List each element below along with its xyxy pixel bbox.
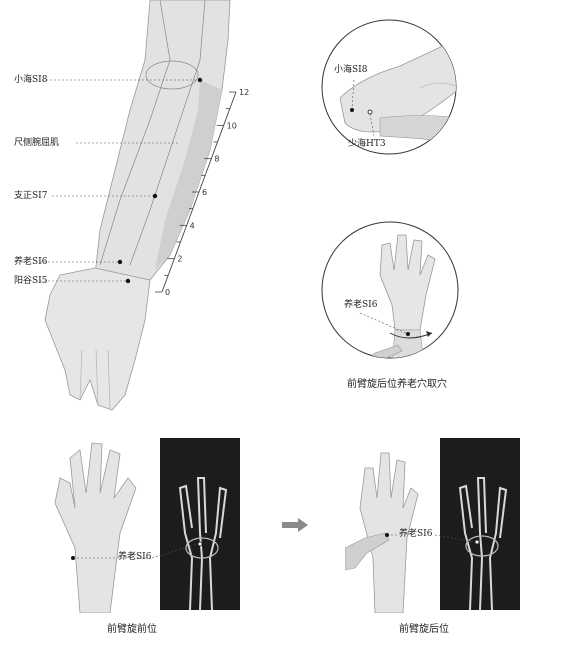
pronation-panel: 养老SI6 [40, 438, 245, 613]
label-inset-shaohai: 少海HT3 [348, 139, 386, 149]
elbow-inset-illustration [321, 19, 457, 155]
label-wrist-yanglao: 养老SI6 [344, 300, 378, 310]
label-zhizheng: 支正SI7 [14, 191, 48, 201]
label-yanglao: 养老SI6 [14, 257, 48, 267]
label-pronation-yanglao: 养老SI6 [118, 552, 152, 562]
caption-wrist-inset: 前臂旋后位养老穴取穴 [347, 379, 447, 390]
yanglao-point [117, 259, 123, 265]
xiaohai-point [197, 77, 203, 83]
scale-tick-label: 0 [165, 288, 170, 297]
scale-tick-label: 2 [177, 255, 182, 264]
yanggu-point [125, 278, 131, 284]
label-xiaohai: 小海SI8 [14, 75, 48, 85]
scale-ruler: 12 10 8 6 4 2 0 [155, 88, 249, 297]
caption-supination: 前臂旋后位 [399, 624, 449, 635]
wrist-inset-illustration [321, 221, 459, 359]
label-inset-xiaohai: 小海SI8 [334, 65, 368, 75]
label-supination-yanglao: 养老SI6 [399, 529, 433, 539]
label-muscle: 尺侧腕屈肌 [14, 138, 60, 148]
zhizheng-point [152, 193, 158, 199]
elbow-shaohai-point [367, 109, 373, 115]
scale-tick-label: 10 [227, 121, 237, 130]
forearm-illustration: 12 10 8 6 4 2 0 [40, 0, 249, 411]
supination-panel: 养老SI6 [345, 438, 525, 613]
scale-tick-label: 6 [202, 188, 207, 197]
pronation-yanglao-point [71, 556, 75, 560]
supination-illustration [345, 438, 520, 613]
supination-yanglao-point [385, 533, 389, 537]
pronation-illustration [54, 438, 240, 613]
label-yanggu: 阳谷SI5 [14, 276, 48, 286]
scale-tick-label: 8 [214, 155, 219, 164]
wrist-inset: 养老SI6 [320, 215, 460, 365]
caption-pronation: 前臂旋前位 [107, 624, 157, 635]
elbow-inset: 小海SI8 少海HT3 [320, 18, 458, 156]
wrist-yanglao-point [406, 332, 410, 336]
elbow-xiaohai-point [350, 108, 354, 112]
arrow-right-icon [282, 518, 308, 532]
scale-tick-label: 4 [190, 221, 195, 230]
scale-tick-label: 12 [239, 88, 249, 97]
main-forearm-figure: 12 10 8 6 4 2 0 小海SI8 尺侧腕屈肌 支正SI7 养老SI6 阳谷SI5 [0, 0, 300, 420]
